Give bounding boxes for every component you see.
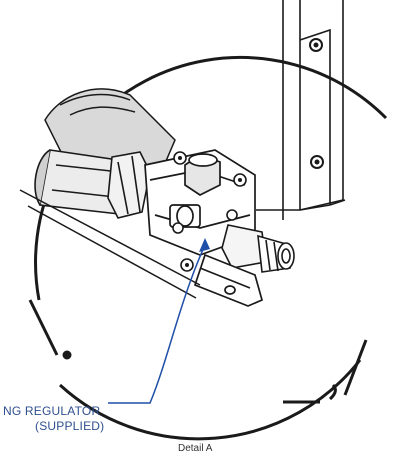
callout-leader [108,244,206,404]
detail-circle [34,55,388,441]
hex-fitting [107,151,151,219]
panel-screw-top [309,38,323,52]
mounting-bracket [193,253,264,307]
figure-caption: Detail A [178,443,213,454]
callout-arrowhead [199,238,210,252]
cabinet-panel [256,0,346,220]
callout-label-line1: NG REGULATOR [3,404,101,418]
callout-label-line2: (SUPPLIED) [35,419,105,433]
regulator-outlet-fitting [221,224,295,273]
base-pan [19,189,201,299]
valve-screw-centers [178,156,242,267]
break-marks [28,299,368,404]
panel-screw-bottom [310,155,324,169]
